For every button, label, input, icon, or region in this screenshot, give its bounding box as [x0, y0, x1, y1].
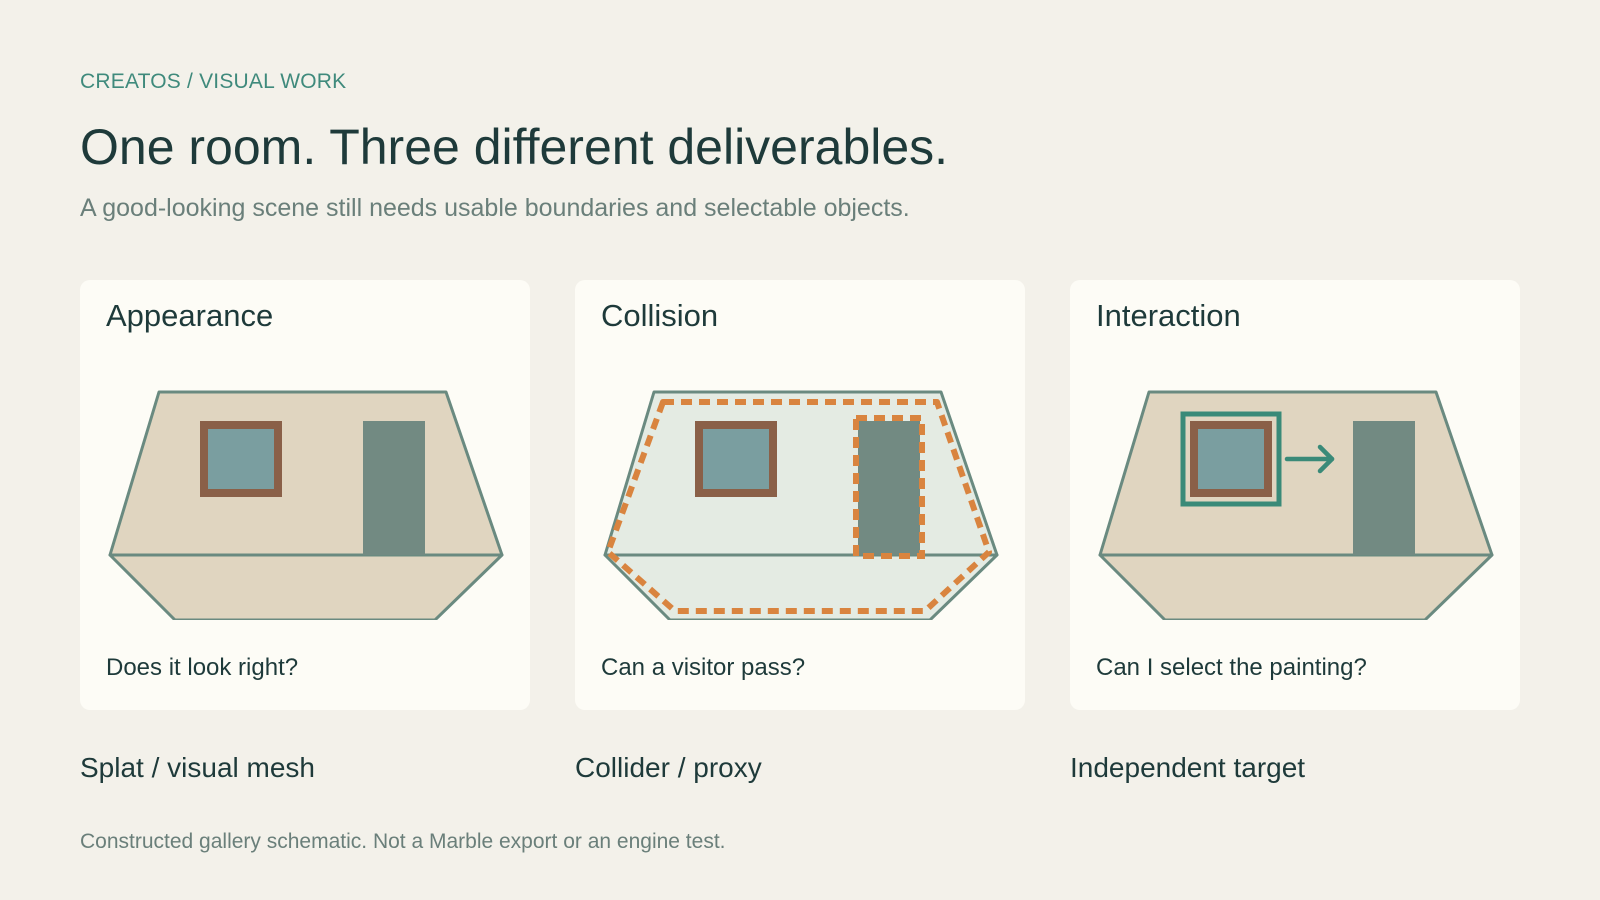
room-collider-outline: [605, 399, 992, 614]
painting-canvas: [703, 429, 769, 489]
card-question-interaction: Can I select the painting?: [1096, 654, 1367, 681]
room-back-wall: [1098, 390, 1494, 557]
room-back-wall: [603, 390, 999, 557]
room-floor: [603, 553, 999, 620]
card-title-collision: Collision: [601, 298, 719, 333]
caption-appearance: Splat / visual mesh: [80, 752, 315, 783]
room-back-wall: [108, 390, 504, 557]
caption-collision: Collider / proxy: [575, 752, 762, 783]
footnote: Constructed gallery schematic. Not a Mar…: [80, 830, 726, 853]
interaction-card: Interaction Can I select the painting?: [1070, 280, 1520, 710]
card-title-appearance: Appearance: [106, 298, 274, 333]
interaction-room-diagram: [1098, 390, 1494, 620]
door: [1353, 421, 1415, 555]
select-arrow-icon: [1284, 444, 1335, 474]
appearance-card: Appearance Does it look right?: [80, 280, 530, 710]
painting-canvas: [1198, 429, 1264, 489]
painting-canvas: [208, 429, 274, 489]
eyebrow: CREATOS / VISUAL WORK: [80, 70, 347, 93]
painting-selection-outline: [1180, 411, 1282, 507]
collision-card: Collision Can a visitor pass?: [575, 280, 1025, 710]
card-question-collision: Can a visitor pass?: [601, 654, 806, 681]
page-title: One room. Three different deliverables.: [80, 119, 949, 175]
door: [858, 421, 920, 555]
door: [363, 421, 425, 555]
room-floor: [108, 553, 504, 620]
appearance-room-diagram: [108, 390, 504, 620]
collision-room-diagram: [603, 390, 999, 620]
caption-interaction: Independent target: [1070, 752, 1306, 783]
door-collider-outline: [853, 415, 925, 559]
card-title-interaction: Interaction: [1096, 298, 1241, 333]
page-subtitle: A good-looking scene still needs usable …: [80, 194, 910, 222]
room-floor: [1098, 553, 1494, 620]
card-question-appearance: Does it look right?: [106, 654, 299, 681]
